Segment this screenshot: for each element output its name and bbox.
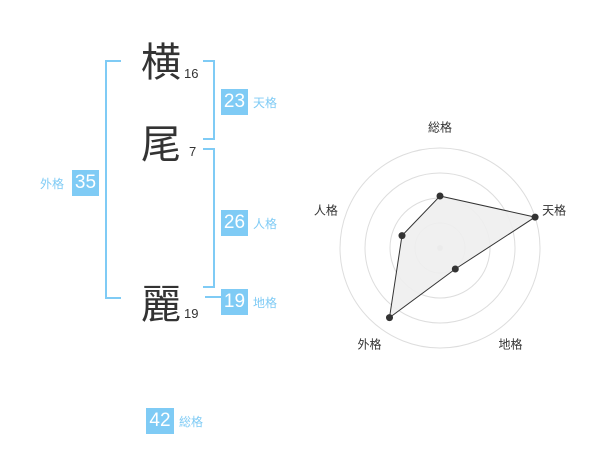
radar-point-1	[531, 213, 539, 221]
radar-ring-4	[339, 147, 541, 349]
radar-point-3	[386, 314, 393, 322]
radar-axis-label-0: 総格	[428, 120, 452, 135]
name-char-3-strokes: 19	[184, 306, 199, 321]
radar-axis-label-1: 天格	[542, 202, 566, 217]
radar-axis-label-4: 人格	[314, 202, 338, 217]
radar-point-0	[436, 192, 444, 200]
jinkaku-label: 人格	[253, 217, 278, 231]
radar-ring-3	[364, 172, 516, 324]
radar-points	[386, 192, 539, 322]
chikaku-connector	[205, 296, 221, 298]
tenkaku-bracket-vertical	[213, 60, 215, 140]
name-char-2: 尾	[141, 122, 181, 168]
gaikaku-label: 外格	[40, 177, 65, 191]
tenkaku-label: 天格	[253, 96, 278, 110]
gaikaku-bracket-bottom	[105, 297, 121, 299]
radar-rings	[339, 147, 541, 349]
radar-shape	[388, 195, 537, 319]
radar-axis-label-3: 外格	[357, 337, 381, 352]
gaikaku-bracket-top	[105, 60, 121, 62]
jinkaku-bracket-top	[203, 148, 215, 150]
gaikaku-bracket-vertical	[105, 60, 107, 299]
jinkaku-value: 26	[221, 210, 248, 236]
gaikaku-value: 35	[72, 170, 99, 196]
tenkaku-bracket-top	[203, 60, 215, 62]
radar-axis-label-2: 地格	[498, 337, 522, 352]
name-char-3: 麗	[141, 282, 181, 328]
chikaku-value: 19	[221, 289, 248, 315]
jinkaku-bracket-vertical	[213, 148, 215, 288]
soukaku-value: 42	[146, 408, 174, 434]
chikaku-label: 地格	[253, 296, 278, 310]
tenkaku-value: 23	[221, 89, 248, 115]
name-char-2-strokes: 7	[189, 144, 197, 159]
radar-series-polygon	[388, 195, 537, 319]
radar-point-2	[451, 265, 459, 273]
name-char-1-strokes: 16	[184, 66, 199, 81]
tenkaku-bracket-bottom	[203, 138, 215, 140]
radar-point-4	[398, 232, 406, 240]
soukaku-label: 総格	[179, 415, 204, 429]
name-char-1: 横	[141, 40, 181, 86]
jinkaku-bracket-bottom	[203, 286, 215, 288]
